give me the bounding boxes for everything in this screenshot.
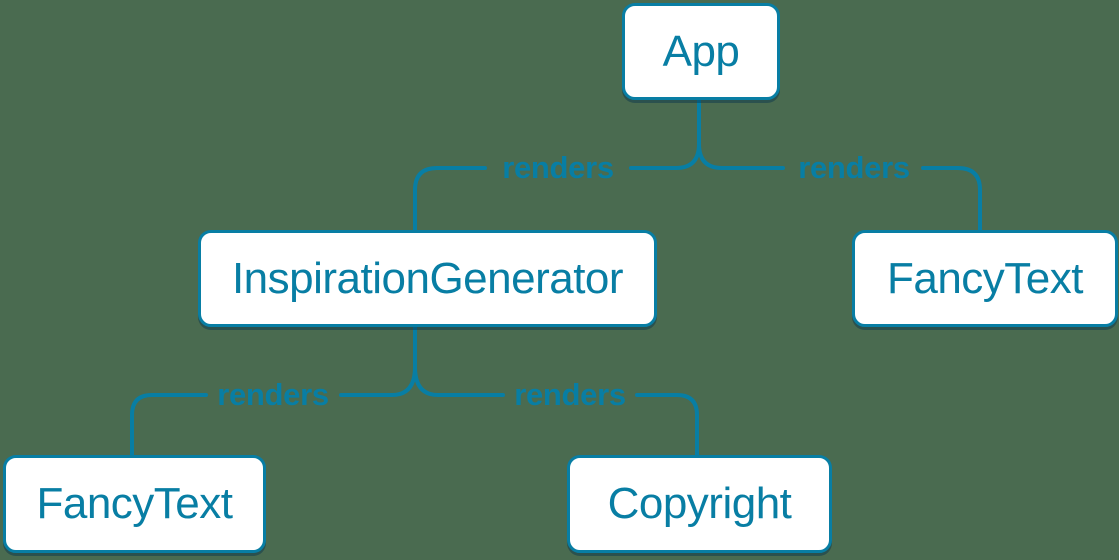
- tree-node-fancy-text-top: FancyText: [852, 230, 1118, 327]
- edge-inspirationgenerator-to-copyright-flare: [413, 365, 505, 397]
- edge-label-inspiration-generator-renders-copyright: renders: [514, 377, 626, 412]
- edge-app-to-fancytext-drop: [921, 166, 982, 232]
- edge-inspirationgenerator-to-copyright-drop: [635, 393, 699, 457]
- tree-node-copyright: Copyright: [567, 455, 832, 553]
- tree-node-fancy-text-bottom: FancyText: [3, 455, 266, 553]
- tree-node-inspiration-generator: InspirationGenerator: [198, 230, 657, 327]
- edge-label-inspiration-generator-renders-fancy-text: renders: [217, 377, 329, 412]
- edge-inspirationgenerator-to-fancytext-drop: [130, 393, 208, 457]
- edge-label-app-renders-inspiration-generator: renders: [502, 150, 614, 185]
- edge-app-to-inspirationgenerator-flare: [629, 142, 701, 170]
- edge-label-app-renders-fancy-text: renders: [798, 150, 910, 185]
- edge-app-to-inspirationgenerator-drop: [413, 166, 487, 232]
- edge-inspirationgenerator-to-fancytext-flare: [339, 365, 417, 397]
- edge-app-to-fancytext-flare: [697, 142, 785, 170]
- tree-node-app: App: [622, 3, 780, 100]
